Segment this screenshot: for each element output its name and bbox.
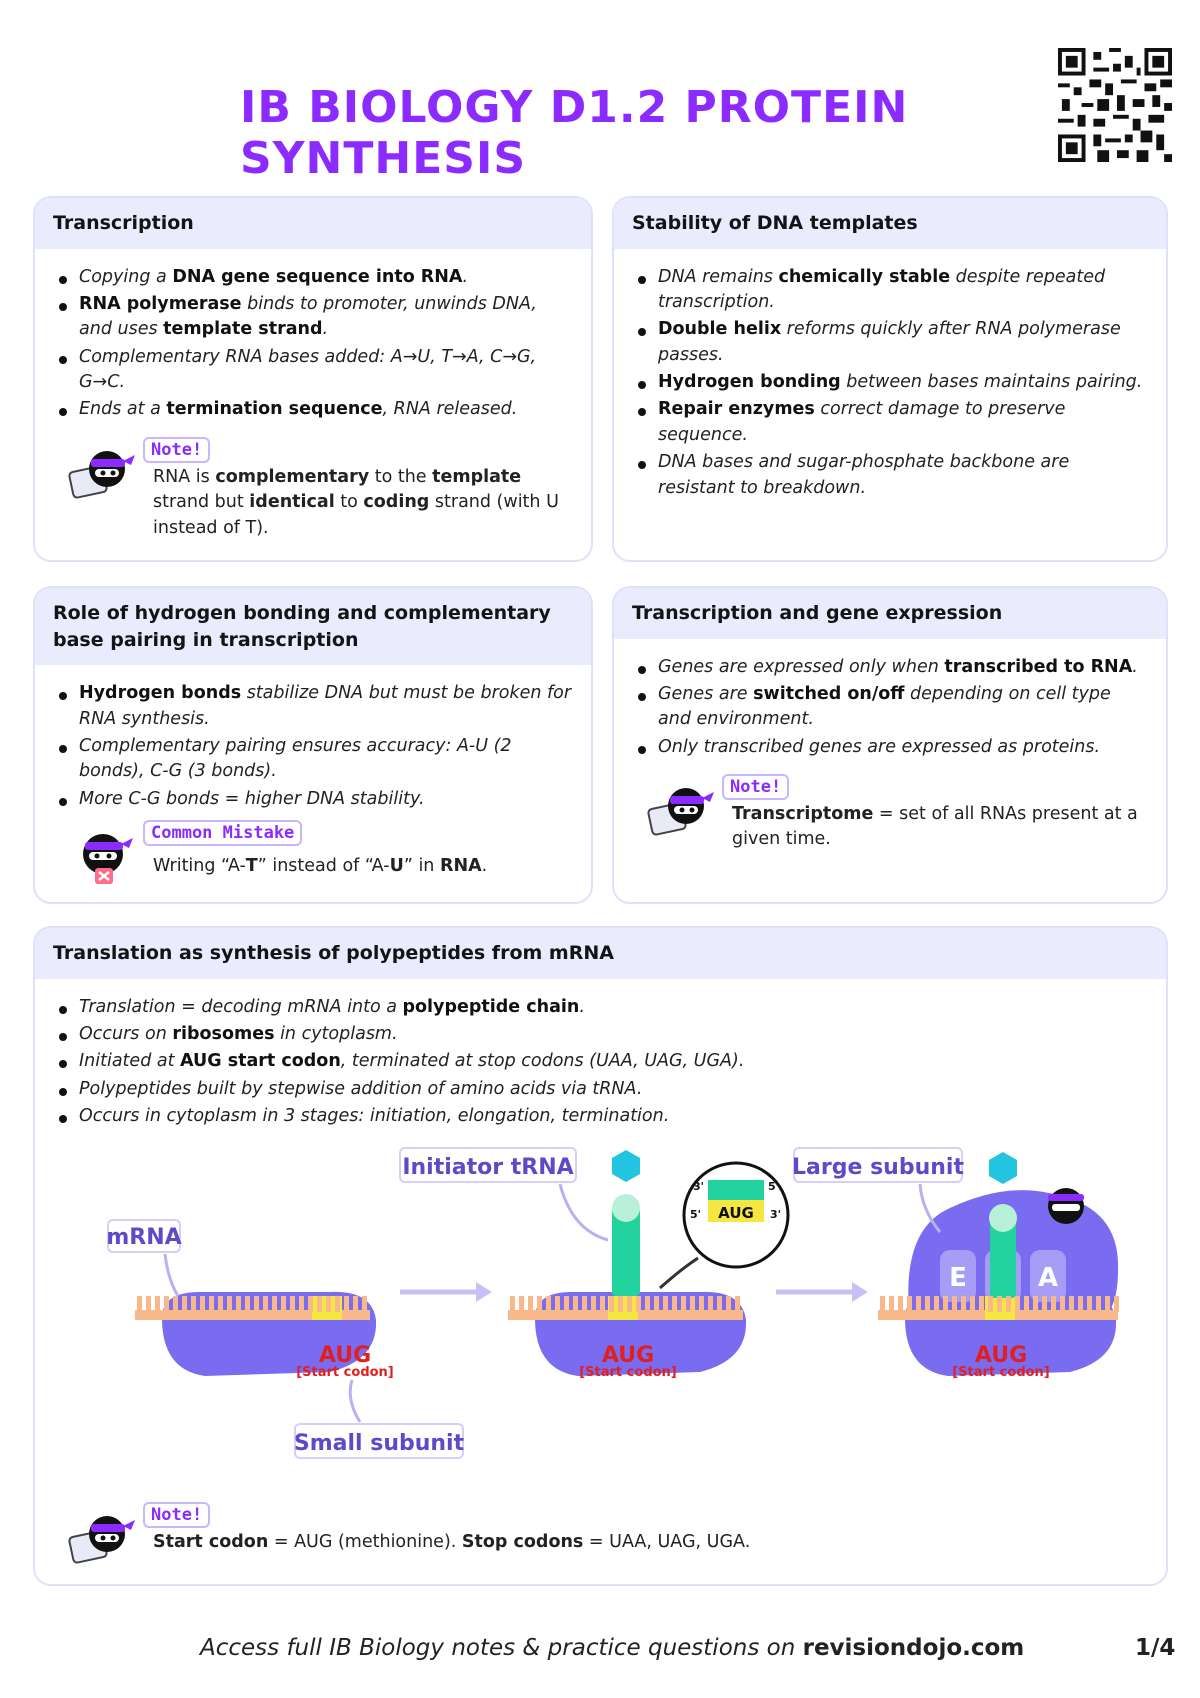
bullet-list: Translation = decoding mRNA into a polyp… — [53, 995, 1148, 1130]
ninja-mascot-icon — [647, 788, 714, 836]
card-heading: Transcription and gene expression — [614, 588, 1166, 639]
list-item: RNA polymerase binds to promoter, unwind… — [53, 292, 573, 343]
list-item: More C-G bonds = higher DNA stability. — [53, 787, 573, 812]
card-translation: Translation as synthesis of polypeptides… — [33, 926, 1168, 1586]
card-transcription: Transcription Copying a DNA gene sequenc… — [33, 196, 593, 562]
list-item: Ends at a termination sequence, RNA rele… — [53, 397, 573, 422]
list-item: Genes are switched on/off depending on c… — [632, 682, 1148, 733]
ninja-mascot-icon — [68, 1516, 135, 1564]
note-text: Start codon = AUG (methionine). Stop cod… — [153, 1532, 751, 1552]
note-tag: Note! — [143, 436, 211, 463]
note-box: Note! Transcriptome = set of all RNAs pr… — [632, 774, 1148, 853]
bullet-list: Hydrogen bonds stabilize DNA but must be… — [53, 681, 573, 812]
page-title: IB BIOLOGY D1.2 PROTEIN SYNTHESIS — [240, 82, 909, 184]
list-item: Complementary pairing ensures accuracy: … — [53, 734, 573, 785]
note-text: Writing “A-T” instead of “A-U” in RNA. — [153, 856, 488, 877]
card-heading: Transcription — [35, 198, 591, 249]
list-item: Occurs on ribosomes in cytoplasm. — [53, 1022, 1148, 1047]
page-number: 1/4 — [1135, 1635, 1176, 1661]
card-hydrogen-bonding: Role of hydrogen bonding and complementa… — [33, 586, 593, 904]
note-box: Common Mistake Writing “A-T” instead of … — [53, 820, 573, 890]
card-heading: Translation as synthesis of polypeptides… — [35, 928, 1166, 979]
qr-code[interactable] — [1058, 48, 1172, 162]
card-stability: Stability of DNA templates DNA remains c… — [612, 196, 1168, 562]
list-item: DNA bases and sugar-phosphate backbone a… — [632, 450, 1148, 501]
note-text: Transcriptome = set of all RNAs present … — [732, 804, 1138, 850]
footer-text: Access full IB Biology notes & practice … — [200, 1635, 1025, 1661]
list-item: Hydrogen bonds stabilize DNA but must be… — [53, 681, 573, 732]
note-tag: Common Mistake — [143, 820, 303, 847]
ninja-mascot-icon — [68, 450, 135, 499]
note-tag: Note! — [143, 1502, 211, 1528]
list-item: Translation = decoding mRNA into a polyp… — [53, 995, 1148, 1020]
note-box: Note! RNA is complementary to the templa… — [53, 436, 573, 541]
list-item: Double helix reforms quickly after RNA p… — [632, 317, 1148, 368]
card-heading: Role of hydrogen bonding and complementa… — [35, 588, 591, 666]
ninja-mistake-mascot-icon — [83, 834, 133, 885]
list-item: Hydrogen bonding between bases maintains… — [632, 370, 1148, 395]
list-item: Complementary RNA bases added: A→U, T→A,… — [53, 345, 573, 396]
card-heading: Stability of DNA templates — [614, 198, 1166, 249]
list-item: Copying a DNA gene sequence into RNA. — [53, 265, 573, 290]
note-text: RNA is complementary to the template str… — [153, 466, 559, 538]
bullet-list: DNA remains chemically stable despite re… — [632, 265, 1148, 501]
bullet-list: Copying a DNA gene sequence into RNA. RN… — [53, 265, 573, 423]
list-item: Initiated at AUG start codon, terminated… — [53, 1049, 1148, 1074]
revisiondojo-link[interactable]: revisiondojo.com — [802, 1635, 1025, 1661]
card-gene-expression: Transcription and gene expression Genes … — [612, 586, 1168, 904]
list-item: Only transcribed genes are expressed as … — [632, 735, 1148, 760]
list-item: Polypeptides built by stepwise addition … — [53, 1077, 1148, 1102]
note-tag: Note! — [722, 774, 790, 801]
qr-code-icon — [1058, 48, 1172, 162]
list-item: DNA remains chemically stable despite re… — [632, 265, 1148, 316]
bullet-list: Genes are expressed only when transcribe… — [632, 655, 1148, 761]
list-item: Genes are expressed only when transcribe… — [632, 655, 1148, 680]
note-box: Note! Start codon = AUG (methionine). St… — [53, 1502, 1053, 1572]
list-item: Repair enzymes correct damage to preserv… — [632, 397, 1148, 448]
list-item: Occurs in cytoplasm in 3 stages: initiat… — [53, 1104, 1148, 1129]
